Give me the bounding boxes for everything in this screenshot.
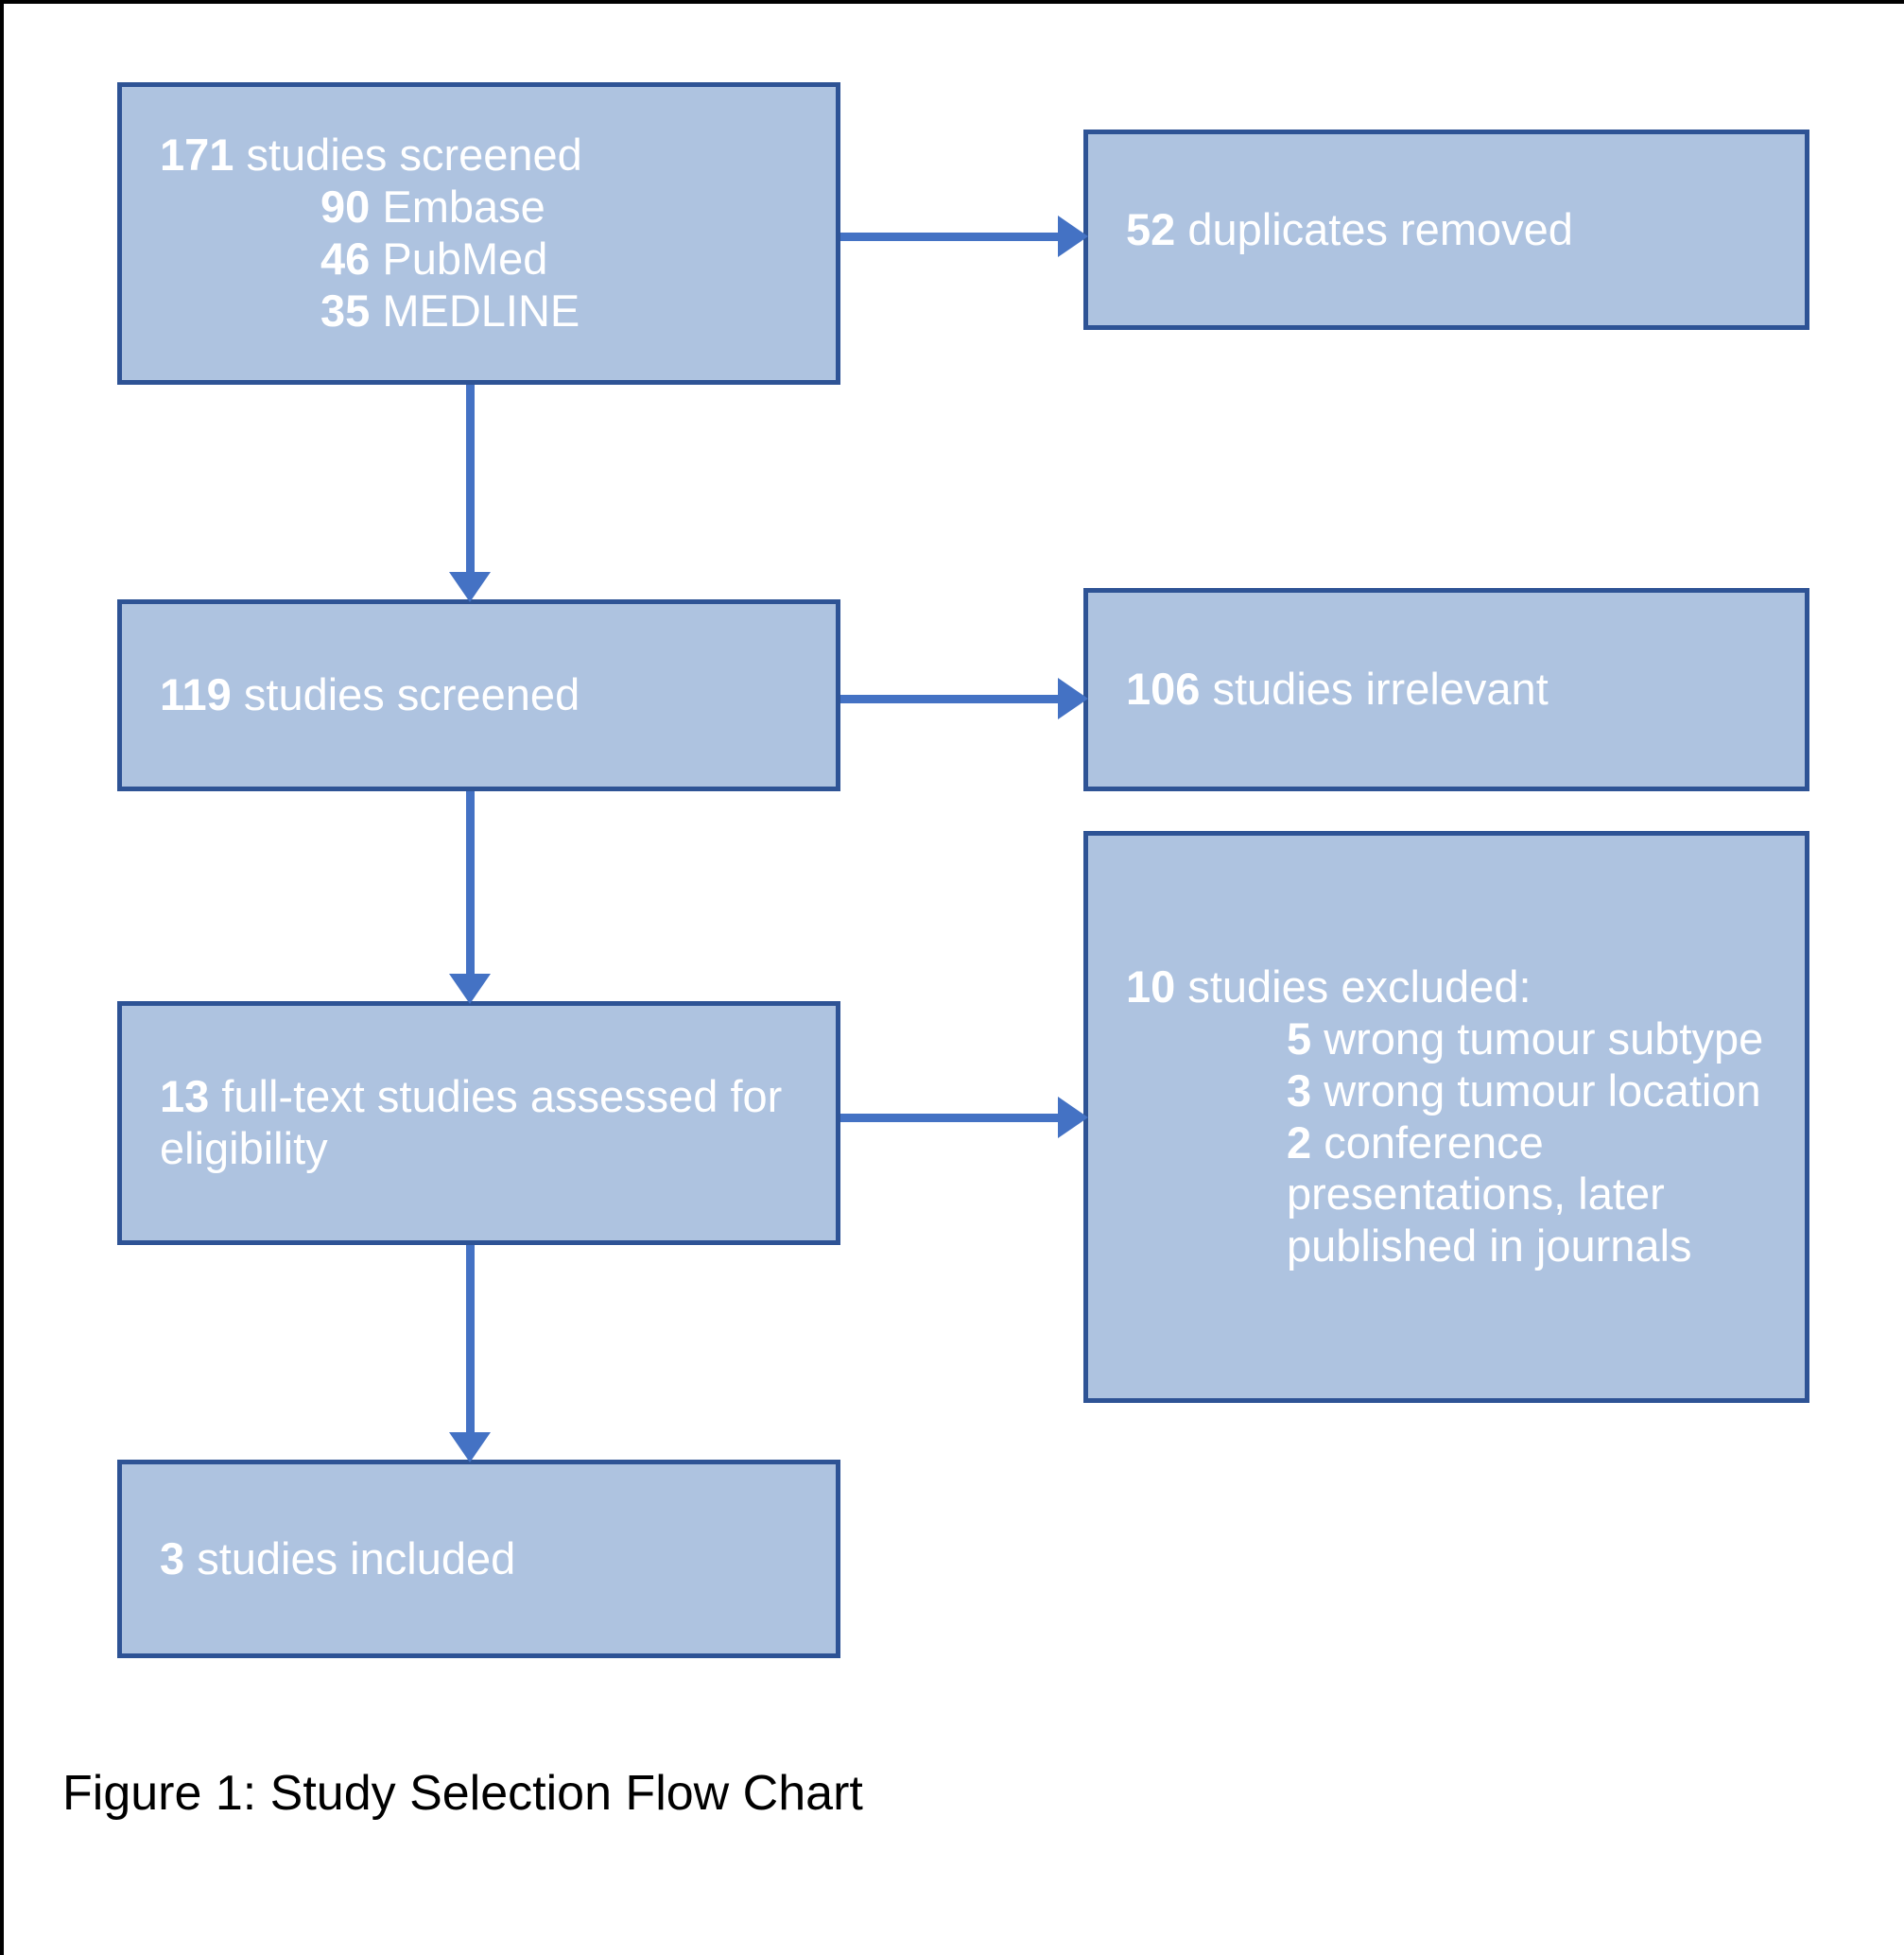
arrow-head — [1058, 678, 1088, 719]
node-line-text: studies included — [184, 1532, 516, 1583]
node-line: 5 wrong tumour subtype — [1088, 1013, 1805, 1065]
node-line-text: wrong tumour location — [1311, 1064, 1761, 1116]
node-line-text: MEDLINE — [370, 285, 580, 336]
arrow-shaft — [840, 1114, 1060, 1122]
node-line-number: 3 — [1287, 1064, 1312, 1116]
node-line-number: 3 — [160, 1532, 185, 1583]
node-studies-screened: 119 studies screened — [117, 599, 840, 791]
arrow-shaft — [840, 233, 1060, 241]
arrow-head — [449, 572, 491, 602]
arrow-full-text-to-included — [449, 1245, 491, 1462]
arrow-head — [449, 1432, 491, 1462]
node-line-text: studies screened — [234, 130, 582, 181]
arrow-screened-to-irrelevant — [840, 678, 1088, 719]
node-line-number: 35 — [320, 285, 371, 336]
node-line: 46 PubMed — [122, 234, 836, 285]
node-line-text: duplicates removed — [1175, 203, 1573, 254]
node-line: 119 studies screened — [122, 669, 836, 721]
node-line: 13 full-text studies assessed for eligib… — [122, 1071, 836, 1175]
node-line-number: 52 — [1126, 203, 1176, 254]
node-line-number: 46 — [320, 234, 371, 284]
node-line: 171 studies screened — [122, 130, 836, 182]
arrow-shaft — [840, 695, 1060, 703]
node-line-text: full-text studies assessed for eligibili… — [160, 1071, 783, 1173]
node-line: 35 MEDLINE — [122, 285, 836, 337]
node-line-number: 119 — [160, 669, 232, 719]
node-line-text: studies irrelevant — [1200, 664, 1549, 714]
arrow-shaft — [466, 791, 475, 976]
arrow-head — [1058, 1097, 1088, 1138]
node-studies-excluded: 10 studies excluded: 5 wrong tumour subt… — [1083, 831, 1809, 1403]
arrow-shaft — [466, 1245, 475, 1434]
node-line-number: 106 — [1126, 664, 1201, 714]
node-line: 106 studies irrelevant — [1088, 664, 1805, 716]
node-line: 2 conference presentations, later publis… — [1088, 1117, 1805, 1273]
node-line-text: wrong tumour subtype — [1311, 1012, 1764, 1064]
node-line: 52 duplicates removed — [1088, 204, 1805, 256]
node-line-number: 90 — [320, 182, 371, 233]
node-line-number: 13 — [160, 1071, 210, 1122]
node-line-number: 10 — [1126, 960, 1176, 1012]
arrow-screened-to-full-text — [449, 791, 491, 1004]
node-studies-irrelevant: 106 studies irrelevant — [1083, 588, 1809, 791]
arrow-shaft — [466, 385, 475, 574]
node-screened-total: 171 studies screened 90 Embase 46 PubMed… — [117, 82, 840, 385]
node-studies-included: 3 studies included — [117, 1460, 840, 1658]
node-line-number: 5 — [1287, 1012, 1312, 1064]
node-duplicates-removed: 52 duplicates removed — [1083, 130, 1809, 330]
figure-caption: Figure 1: Study Selection Flow Chart — [62, 1766, 863, 1821]
node-line: 90 Embase — [122, 182, 836, 234]
node-line-text: conference presentations, later publishe… — [1287, 1116, 1692, 1272]
node-full-text-assessed: 13 full-text studies assessed for eligib… — [117, 1001, 840, 1245]
node-line-text: Embase — [370, 182, 545, 233]
node-line: 3 studies included — [122, 1533, 836, 1585]
arrow-full-text-to-excluded — [840, 1097, 1088, 1138]
node-line-text: PubMed — [370, 234, 548, 284]
node-line-text: studies screened — [231, 669, 580, 719]
node-line-number: 2 — [1287, 1116, 1312, 1168]
node-line: 10 studies excluded: — [1088, 961, 1805, 1013]
arrow-screened-to-duplicates — [840, 216, 1088, 257]
node-line: 3 wrong tumour location — [1088, 1065, 1805, 1117]
arrow-screened-to-studies-screened — [449, 385, 491, 602]
node-line-text: studies excluded: — [1175, 960, 1532, 1012]
arrow-head — [1058, 216, 1088, 257]
arrow-head — [449, 974, 491, 1004]
node-line-number: 171 — [160, 130, 234, 181]
